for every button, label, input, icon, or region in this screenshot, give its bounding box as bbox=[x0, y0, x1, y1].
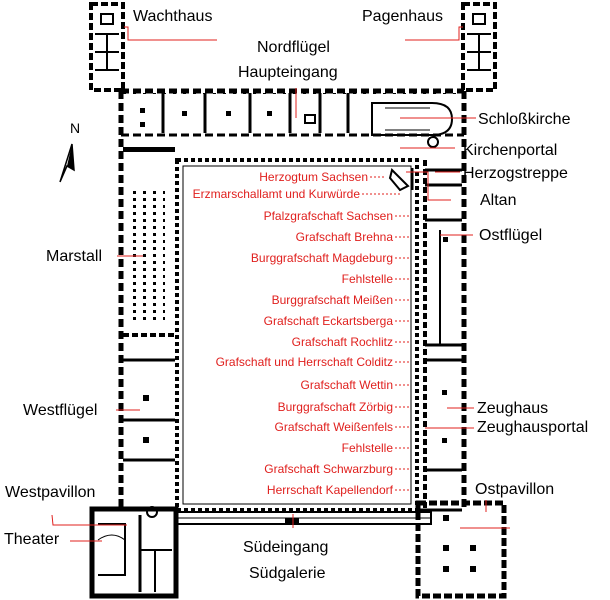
label-wachthaus: Wachthaus bbox=[133, 8, 213, 25]
heraldic-field: Grafschaft Rochlitz bbox=[291, 335, 393, 349]
heraldic-field: Herrschaft Kapellendorf bbox=[266, 483, 393, 497]
leader-lines bbox=[51, 26, 510, 542]
westpavillon-plan bbox=[89, 506, 179, 599]
main-outer-wall bbox=[118, 88, 467, 510]
label-altan: Altan bbox=[480, 192, 517, 209]
pagenhaus-building bbox=[461, 2, 497, 92]
heraldic-field: Grafschaft Schwarzburg bbox=[264, 462, 393, 476]
label-herzogstreppe: Herzogstreppe bbox=[463, 165, 568, 182]
label-kirchenportal: Kirchenportal bbox=[463, 142, 558, 159]
compass-north-label: N bbox=[70, 120, 81, 136]
label-theater: Theater bbox=[4, 531, 60, 548]
ostfluegel-plan bbox=[423, 160, 462, 510]
herzogstreppe-plan bbox=[388, 168, 414, 192]
heraldic-field: Grafschaft Wettin bbox=[300, 378, 393, 392]
heraldic-field: Grafschaft Brehna bbox=[295, 230, 393, 244]
heraldic-leaders bbox=[362, 176, 410, 491]
heraldic-field: Herzogtum Sachsen bbox=[259, 170, 368, 184]
north-arrow-icon bbox=[59, 143, 75, 183]
heraldic-field: Fehlstelle bbox=[341, 441, 393, 455]
schlosskirche-plan bbox=[371, 102, 454, 148]
label-suedeingang: Südeingang bbox=[243, 539, 329, 556]
label-ostfluegel: Ostflügel bbox=[479, 227, 543, 244]
ostpavillon-plan bbox=[415, 500, 507, 599]
label-pagenhaus: Pagenhaus bbox=[362, 8, 443, 25]
label-zeughaus: Zeughaus bbox=[477, 400, 549, 417]
label-zeughausportal: Zeughausportal bbox=[477, 419, 589, 436]
heraldic-field: Burggrafschaft Meißen bbox=[271, 293, 393, 307]
heraldic-field: Burggrafschaft Magdeburg bbox=[250, 251, 393, 265]
label-westfluegel: Westflügel bbox=[23, 402, 98, 419]
label-westpavillon: Westpavillon bbox=[5, 484, 96, 501]
label-nordfluegel: Nordflügel bbox=[257, 39, 330, 56]
label-suedgalerie: Südgalerie bbox=[249, 565, 326, 582]
heraldic-field: Fehlstelle bbox=[341, 272, 393, 286]
marstall-plan bbox=[123, 147, 175, 462]
suedgalerie-plan bbox=[176, 511, 432, 525]
heraldic-field: Grafschaft Eckartsberga bbox=[263, 314, 393, 328]
heraldic-field: Grafschaft und Herrschaft Colditz bbox=[215, 355, 393, 369]
heraldic-field: Grafschaft Weißenfels bbox=[274, 420, 394, 434]
heraldic-field: Burggrafschaft Zörbig bbox=[277, 400, 393, 414]
label-marstall: Marstall bbox=[46, 248, 103, 265]
label-ostpavillon: Ostpavillon bbox=[475, 481, 555, 498]
north-wing-rooms bbox=[140, 93, 350, 133]
heraldic-field: Pfalzgrafschaft Sachsen bbox=[263, 209, 393, 223]
courtyard-wall bbox=[175, 158, 419, 512]
label-haupteingang: Haupteingang bbox=[238, 64, 338, 81]
label-schlosskirche: Schloßkirche bbox=[478, 111, 571, 128]
wachthaus-building bbox=[89, 2, 125, 92]
heraldic-field: Erzmarschallamt und Kurwürde bbox=[192, 187, 360, 201]
